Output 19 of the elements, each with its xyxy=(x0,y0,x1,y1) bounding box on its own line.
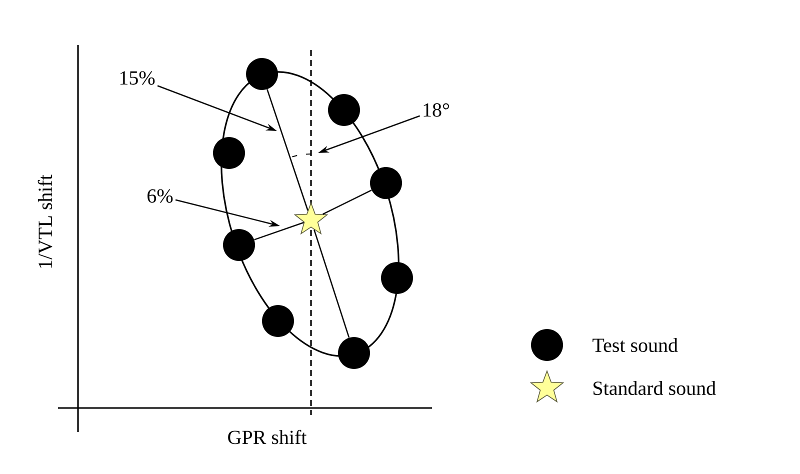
test-sound-dot xyxy=(223,229,255,261)
axis-line xyxy=(266,89,308,211)
legend-text: Test sound xyxy=(592,338,678,352)
axis-line xyxy=(254,222,304,240)
value-label: 6% xyxy=(148,189,173,203)
test-sound-dot xyxy=(213,137,245,169)
axis-line xyxy=(314,229,350,338)
test-sound-dot xyxy=(246,58,278,90)
test-sound-dot xyxy=(381,262,413,294)
axis-label: 1/VTL shift xyxy=(38,174,52,268)
test-sound-dot xyxy=(328,94,360,126)
axis-line xyxy=(322,190,372,215)
value-label: 18° xyxy=(424,103,450,117)
axis-label: GPR shift xyxy=(228,430,307,444)
test-sound-dot xyxy=(338,337,370,369)
legend-text: Standard sound xyxy=(594,380,716,396)
value-label: 15% xyxy=(120,71,155,85)
test-sound-dot xyxy=(370,167,402,199)
test-sound-dot xyxy=(262,305,294,337)
